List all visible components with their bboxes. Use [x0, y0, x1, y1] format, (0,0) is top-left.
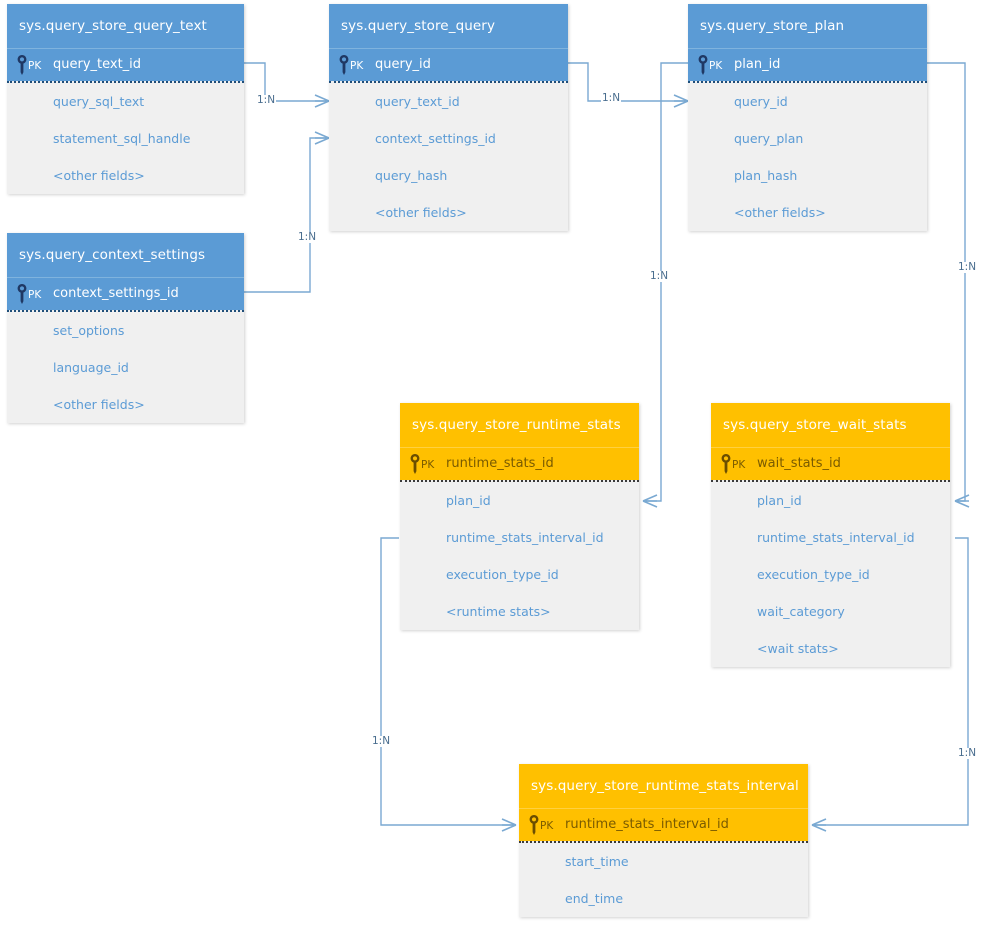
- key-icon: [529, 815, 539, 835]
- entity-query-store-query[interactable]: sys.query_store_query PK query_id query_…: [329, 4, 568, 231]
- cardinality-label-plan-runtime-stats: 1:N: [649, 270, 670, 282]
- entity-title: sys.query_store_query: [329, 4, 568, 49]
- cardinality-label-interval-wait-stats: 1:N: [957, 747, 978, 759]
- entity-query-store-wait-stats[interactable]: sys.query_store_wait_stats PK wait_stats…: [711, 403, 950, 667]
- entity-field: runtime_stats_interval_id: [757, 530, 915, 545]
- entity-query-context-settings[interactable]: sys.query_context_settings PK context_se…: [7, 233, 244, 423]
- key-icon: [17, 55, 27, 75]
- pk-field-name: context_settings_id: [53, 286, 179, 301]
- pk-separator: [7, 310, 244, 312]
- entity-primary-key-row: PK runtime_stats_id: [400, 448, 639, 480]
- connector-query-to-plan: [568, 62, 689, 108]
- pk-abbrev-label: PK: [350, 60, 364, 72]
- entity-field: query_sql_text: [53, 94, 145, 109]
- entity-field: runtime_stats_interval_id: [446, 530, 604, 545]
- cardinality-label-plan-wait-stats: 1:N: [957, 261, 978, 273]
- entity-field: <other fields>: [734, 205, 826, 220]
- pk-abbrev-label: PK: [732, 459, 746, 471]
- cardinality-label-query-text-query: 1:N: [256, 94, 277, 106]
- pk-separator: [519, 841, 808, 843]
- entity-fields: plan_id runtime_stats_interval_id execut…: [711, 482, 950, 667]
- pk-separator: [400, 480, 639, 482]
- entity-field: <wait stats>: [757, 641, 839, 656]
- entity-primary-key-row: PK runtime_stats_interval_id: [519, 809, 808, 841]
- entity-field: <runtime stats>: [446, 604, 551, 619]
- entity-fields: set_options language_id <other fields>: [7, 312, 244, 423]
- entity-title: sys.query_context_settings: [7, 233, 244, 278]
- entity-field: query_hash: [375, 168, 448, 183]
- entity-title: sys.query_store_wait_stats: [711, 403, 950, 448]
- entity-field: set_options: [53, 323, 125, 338]
- entity-primary-key-row: PK wait_stats_id: [711, 448, 950, 480]
- cardinality-label-interval-runtime-stats: 1:N: [371, 735, 392, 747]
- entity-field: execution_type_id: [446, 567, 559, 582]
- entity-field: context_settings_id: [375, 131, 496, 146]
- entity-primary-key-row: PK query_text_id: [7, 49, 244, 81]
- entity-title: sys.query_store_plan: [688, 4, 927, 49]
- entity-field: query_plan: [734, 131, 804, 146]
- entity-query-store-plan[interactable]: sys.query_store_plan PK plan_id query_id…: [688, 4, 927, 231]
- pk-abbrev-label: PK: [709, 60, 723, 72]
- entity-field: plan_id: [757, 493, 802, 508]
- entity-title: sys.query_store_runtime_stats_interval: [519, 764, 808, 809]
- entity-field: execution_type_id: [757, 567, 870, 582]
- pk-abbrev-label: PK: [28, 60, 42, 72]
- key-icon: [17, 284, 27, 304]
- entity-fields: plan_id runtime_stats_interval_id execut…: [400, 482, 639, 630]
- pk-abbrev-label: PK: [421, 459, 435, 471]
- entity-primary-key-row: PK query_id: [329, 49, 568, 81]
- cardinality-label-query-plan: 1:N: [601, 92, 622, 104]
- pk-separator: [7, 81, 244, 83]
- entity-query-store-runtime-stats-interval[interactable]: sys.query_store_runtime_stats_interval P…: [519, 764, 808, 917]
- cardinality-label-context-settings-query: 1:N: [297, 231, 318, 243]
- entity-query-store-runtime-stats[interactable]: sys.query_store_runtime_stats PK runtime…: [400, 403, 639, 630]
- entity-title: sys.query_store_runtime_stats: [400, 403, 639, 448]
- entity-title: sys.query_store_query_text: [7, 4, 244, 49]
- entity-field: language_id: [53, 360, 129, 375]
- entity-fields: start_time end_time: [519, 843, 808, 917]
- entity-field: start_time: [565, 854, 629, 869]
- entity-field: statement_sql_handle: [53, 131, 191, 146]
- pk-field-name: query_text_id: [53, 57, 142, 72]
- entity-field: plan_id: [446, 493, 491, 508]
- entity-primary-key-row: PK context_settings_id: [7, 278, 244, 310]
- entity-fields: query_sql_text statement_sql_handle <oth…: [7, 83, 244, 194]
- entity-field: wait_category: [757, 604, 845, 619]
- pk-field-name: runtime_stats_id: [446, 456, 554, 471]
- pk-field-name: plan_id: [734, 57, 781, 72]
- pk-field-name: runtime_stats_interval_id: [565, 817, 729, 832]
- key-icon: [339, 55, 349, 75]
- entity-query-store-query-text[interactable]: sys.query_store_query_text PK query_text…: [7, 4, 244, 194]
- connector-context-settings-to-query: [244, 131, 330, 293]
- pk-separator: [688, 81, 927, 83]
- entity-fields: query_text_id context_settings_id query_…: [329, 83, 568, 231]
- entity-field: end_time: [565, 891, 624, 906]
- entity-field: plan_hash: [734, 168, 798, 183]
- entity-fields: query_id query_plan plan_hash <other fie…: [688, 83, 927, 231]
- entity-field: <other fields>: [53, 397, 145, 412]
- pk-separator: [711, 480, 950, 482]
- key-icon: [721, 454, 731, 474]
- key-icon: [410, 454, 420, 474]
- entity-field: query_text_id: [375, 94, 460, 109]
- pk-abbrev-label: PK: [28, 289, 42, 301]
- pk-abbrev-label: PK: [540, 820, 554, 832]
- pk-field-name: query_id: [375, 57, 431, 72]
- pk-field-name: wait_stats_id: [757, 456, 841, 471]
- entity-field: query_id: [734, 94, 788, 109]
- pk-separator: [329, 81, 568, 83]
- entity-primary-key-row: PK plan_id: [688, 49, 927, 81]
- connector-plan-to-runtime-stats: [642, 62, 688, 508]
- entity-field: <other fields>: [53, 168, 145, 183]
- entity-field: <other fields>: [375, 205, 467, 220]
- key-icon: [698, 55, 708, 75]
